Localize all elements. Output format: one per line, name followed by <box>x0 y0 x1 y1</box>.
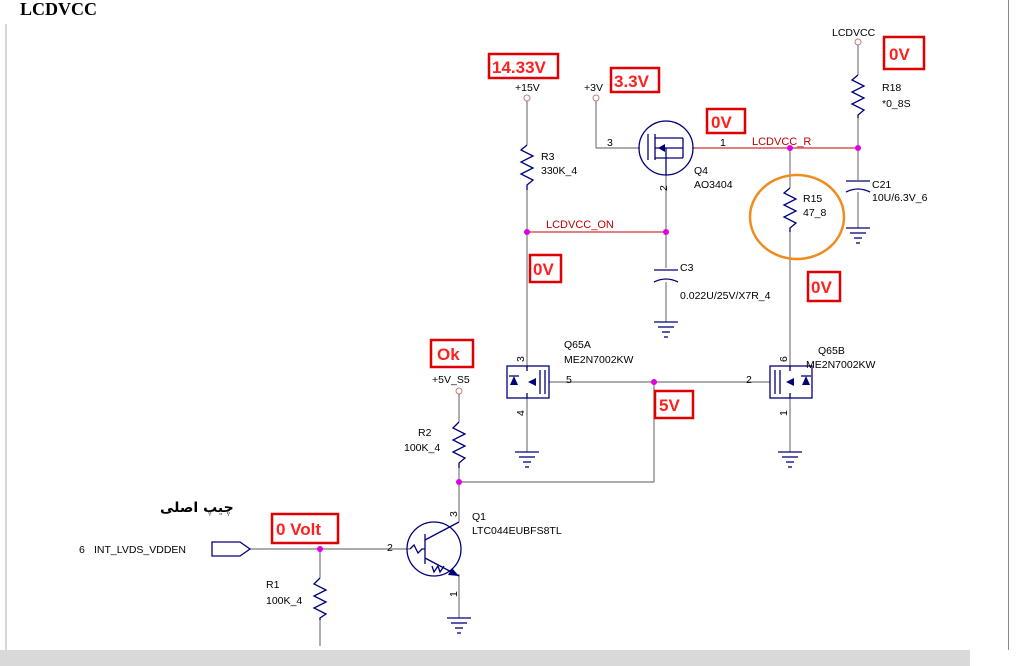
annotation-14v: 14.33V <box>487 52 560 80</box>
rail-15v: +15V <box>515 82 540 102</box>
annotation-5v: 5V <box>653 389 695 420</box>
annotation-ok-text: Ok <box>437 345 460 364</box>
annotation-ok: Ok <box>429 338 475 369</box>
capacitor-c21: C21 10U/6.3V_6 <box>845 179 928 204</box>
annotation-r15-text: 0V <box>811 278 832 297</box>
q65a-pin5: 5 <box>566 374 572 386</box>
q4-pin3: 3 <box>607 137 613 149</box>
c3-ref: C3 <box>680 262 694 274</box>
annotation-3v3: 3.3V <box>609 66 661 94</box>
annotation-input-text: 0 Volt <box>276 520 321 539</box>
q4-ref: Q4 <box>694 165 708 177</box>
net-lcdvcc-on: LCDVCC_ON <box>546 219 614 231</box>
q65b-value: ME2N7002KW <box>806 359 876 371</box>
ground-q1 <box>447 617 471 634</box>
mosfet-q65a: 3 5 4 Q65A ME2N7002KW <box>506 339 634 416</box>
q65a-pin3: 3 <box>515 356 527 362</box>
mosfet-q4: 3 1 2 Q4 AO3404 <box>607 120 733 191</box>
wires <box>250 45 859 646</box>
page-right-edge <box>1008 0 1009 650</box>
r18-ref: R18 <box>882 82 901 94</box>
mosfet-q65b: 6 2 1 Q65B ME2N7002KW <box>746 345 876 416</box>
r2-ref: R2 <box>418 427 432 439</box>
input-pin-number: 6 <box>79 544 85 556</box>
annotation-on-text: 0V <box>533 260 554 279</box>
ground-symbols <box>447 227 870 634</box>
r15-ref: R15 <box>803 193 822 205</box>
annotation-lcdvcc-r: 0V <box>705 107 747 135</box>
rail-5v-s5-label: +5V_S5 <box>432 374 470 386</box>
annotation-on: 0V <box>528 253 563 284</box>
q1-pin1: 1 <box>448 591 460 597</box>
junctions <box>317 145 861 552</box>
transistor-q1: 2 3 1 Q1 LTC044EUBFS8TL <box>387 511 562 597</box>
resistor-r18: R18 *0_8S <box>850 74 911 118</box>
annotation-lcdvcc: 0V <box>882 35 926 71</box>
q65b-ref: Q65B <box>818 345 845 357</box>
r3-value: 330K_4 <box>541 165 577 177</box>
annotation-14v-text: 14.33V <box>492 58 547 77</box>
c21-value: 10U/6.3V_6 <box>872 192 928 204</box>
q1-pin3: 3 <box>448 511 460 517</box>
horizontal-scrollbar[interactable] <box>0 650 970 666</box>
rail-15v-label: +15V <box>515 82 540 94</box>
r18-value: *0_8S <box>882 98 911 110</box>
q65a-ref: Q65A <box>564 339 591 351</box>
c21-ref: C21 <box>872 179 891 191</box>
r3-ref: R3 <box>541 151 555 163</box>
resistor-r3: R3 330K_4 <box>519 144 577 190</box>
r15-value: 47_8 <box>803 207 827 219</box>
input-net-name: INT_LVDS_VDDEN <box>94 544 186 556</box>
rail-3v-label: +3V <box>584 82 603 94</box>
main-chip-label: چیپ اصلی <box>160 500 234 516</box>
q1-ref: Q1 <box>472 511 486 523</box>
input-port: 6 INT_LVDS_VDDEN <box>79 541 252 557</box>
annotation-lcdvcc-text: 0V <box>889 45 910 64</box>
q4-pin1: 1 <box>720 137 726 149</box>
annotation-5v-text: 5V <box>659 396 680 415</box>
resistor-r2: R2 100K_4 <box>404 421 467 468</box>
net-lcdvcc-r: LCDVCC_R <box>752 136 811 148</box>
page-title: LCDVCC <box>20 0 97 19</box>
ground-q65a <box>515 451 539 468</box>
annotation-3v3-text: 3.3V <box>614 72 650 91</box>
q65a-value: ME2N7002KW <box>564 354 634 366</box>
rail-5v-s5: +5V_S5 <box>432 374 470 395</box>
r2-value: 100K_4 <box>404 442 440 454</box>
q65b-pin6: 6 <box>778 356 790 362</box>
ground-c21 <box>846 227 870 244</box>
ground-q65b <box>778 451 802 468</box>
rail-lcdvcc: LCDVCC <box>832 27 876 46</box>
ground-c3 <box>654 321 678 338</box>
q65b-pin2: 2 <box>746 374 752 386</box>
annotation-lcdvcc-r-text: 0V <box>711 113 732 132</box>
c3-value: 0.022U/25V/X7R_4 <box>680 290 771 302</box>
highlight-circle-r15 <box>748 173 846 261</box>
rail-lcdvcc-label: LCDVCC <box>832 27 876 39</box>
resistor-r1: R1 100K_4 <box>266 577 328 620</box>
q4-pin2: 2 <box>658 185 670 191</box>
rail-3v: +3V <box>584 82 603 102</box>
r1-ref: R1 <box>266 579 280 591</box>
q1-value: LTC044EUBFS8TL <box>472 525 562 537</box>
q65b-pin1: 1 <box>778 410 790 416</box>
r1-value: 100K_4 <box>266 595 302 607</box>
resistor-r15: R15 47_8 <box>782 187 827 232</box>
q4-value: AO3404 <box>694 179 733 191</box>
annotation-r15: 0V <box>806 270 842 303</box>
q65a-pin4: 4 <box>515 410 527 416</box>
capacitor-c3: C3 0.022U/25V/X7R_4 <box>653 262 771 302</box>
annotation-input: 0 Volt <box>270 512 340 545</box>
q1-pin2: 2 <box>387 542 393 554</box>
